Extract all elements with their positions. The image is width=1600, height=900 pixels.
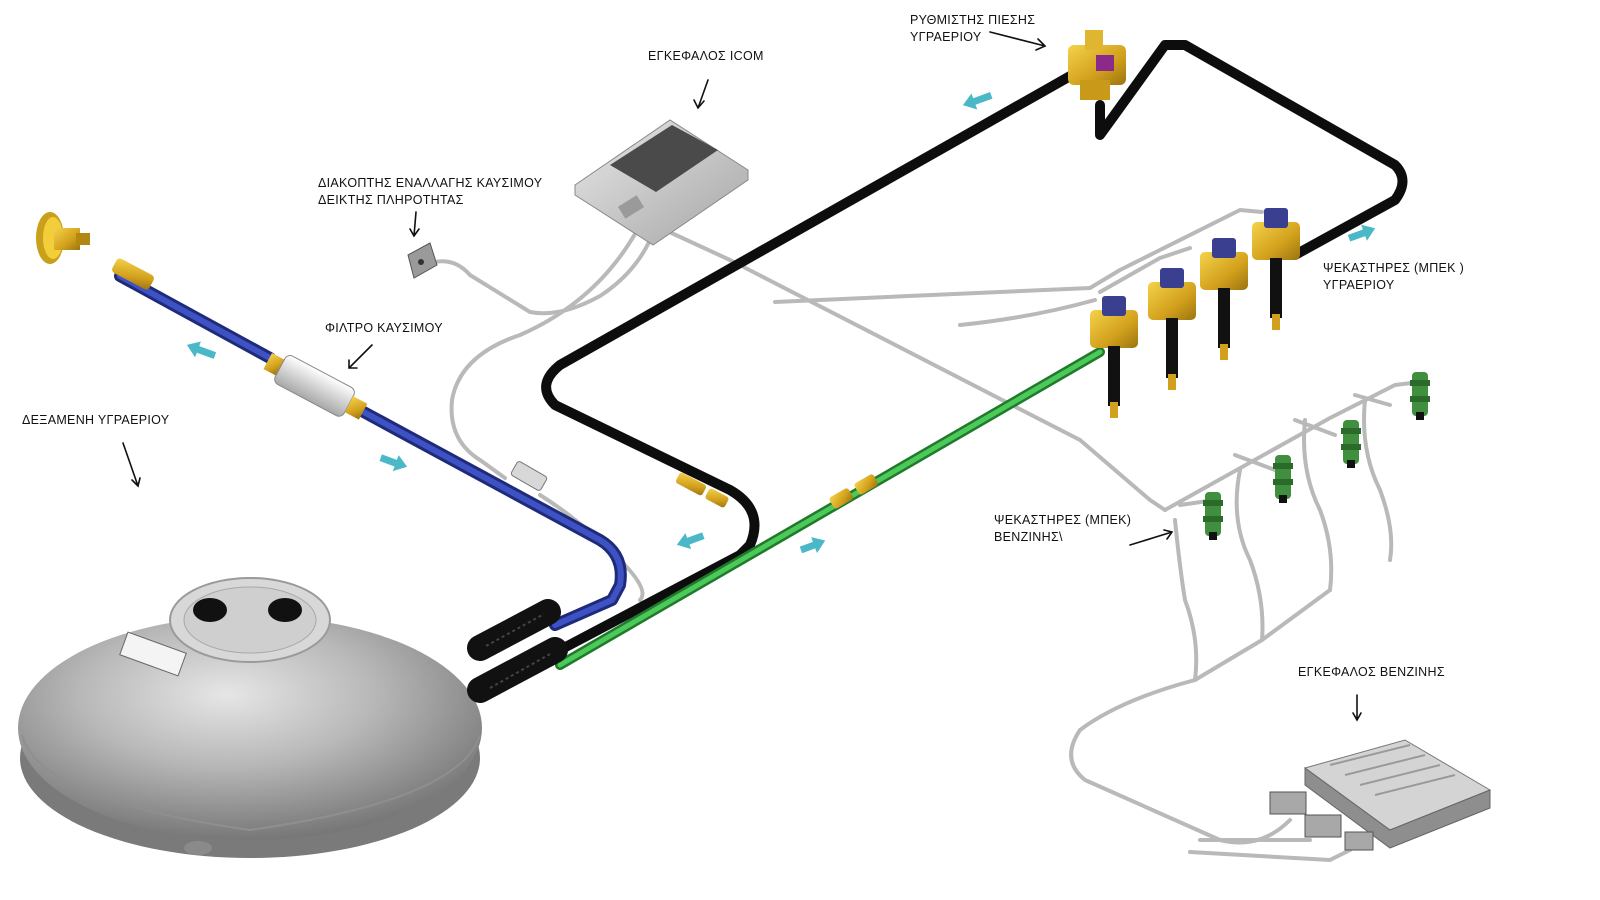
pressure-regulator — [1068, 30, 1126, 100]
switch-label: ΔΙΑΚΟΠΤΗΣ ΕΝΑΛΛΑΓΗΣ ΚΑΥΣΙΜΟΥ ΔΕΙΚΤΗΣ ΠΛΗ… — [318, 175, 542, 209]
flow-arrow-icon — [799, 537, 826, 554]
petrol-injector-4 — [1410, 372, 1430, 420]
icom-ecu — [574, 119, 749, 246]
lpg-injector-2 — [1148, 268, 1196, 390]
petrol-injector-harness — [1203, 372, 1430, 540]
lpg-return-line — [541, 40, 1408, 655]
flow-arrows — [186, 92, 1376, 554]
flow-arrow-icon — [676, 532, 705, 550]
regulator-label-line2: ΥΓΡΑΕΡΙΟΥ — [910, 30, 982, 44]
fuel-filter — [263, 353, 368, 420]
wiring-harness — [433, 208, 1422, 862]
flow-arrow-icon — [379, 454, 408, 472]
lpg-injector-1 — [1090, 296, 1138, 418]
petrol-injectors-label-line1: ΨΕΚΑΣΤΗΡΕΣ (ΜΠΕΚ) — [994, 513, 1132, 527]
switch-label-line2: ΔΕΙΚΤΗΣ ΠΛΗΡΟΤΗΤΑΣ — [318, 193, 464, 207]
lpg-injectors-label-line1: ΨΕΚΑΣΤΗΡΕΣ (ΜΠΕΚ ) — [1323, 261, 1465, 275]
flow-arrow-icon — [186, 341, 217, 359]
lpg-tank-label: ΔΕΞΑΜΕΝΗ ΥΓΡΑΕΡΙΟΥ — [22, 413, 170, 427]
switch-label-line1: ΔΙΑΚΟΠΤΗΣ ΕΝΑΛΛΑΓΗΣ ΚΑΥΣΙΜΟΥ — [318, 176, 543, 190]
lpg-injector-4 — [1252, 208, 1300, 330]
petrol-injector-3 — [1341, 420, 1361, 468]
filler-valve — [36, 212, 90, 264]
filler-hose-fitting — [112, 258, 154, 290]
lpg-injector-3 — [1200, 238, 1248, 360]
pointer-arrows — [122, 31, 1362, 722]
flow-arrow-icon — [1347, 224, 1376, 242]
petrol-injectors-label-line2: ΒΕΝΖΙΝΗΣ\ — [994, 530, 1063, 544]
petrol-injector-2 — [1273, 455, 1293, 503]
flow-arrow-icon — [962, 92, 993, 110]
lpg-injectors-label-line2: ΥΓΡΑΕΡΙΟΥ — [1323, 278, 1395, 292]
petrol-ecu — [1269, 739, 1492, 851]
fuel-filter-label: ΦΙΛΤΡΟ ΚΑΥΣΙΜΟΥ — [325, 321, 443, 335]
line-couplings — [510, 461, 878, 509]
lpg-injector-rail — [1090, 208, 1300, 418]
petrol-ecu-label: ΕΓΚΕΦΑΛΟΣ ΒΕΝΖΙΝΗΣ — [1298, 665, 1445, 679]
petrol-injector-1 — [1203, 492, 1223, 540]
petrol-injectors-label: ΨΕΚΑΣΤΗΡΕΣ (ΜΠΕΚ) ΒΕΝΖΙΝΗΣ\ — [994, 512, 1131, 546]
regulator-label: ΡΥΘΜΙΣΤΗΣ ΠΙΕΣΗΣ ΥΓΡΑΕΡΙΟΥ — [910, 12, 1035, 46]
switch-indicator — [407, 242, 438, 279]
regulator-label-line1: ΡΥΘΜΙΣΤΗΣ ΠΙΕΣΗΣ — [910, 13, 1036, 27]
lpg-feed-line — [114, 270, 627, 631]
lpg-tank — [18, 577, 568, 858]
lpg-injectors-label: ΨΕΚΑΣΤΗΡΕΣ (ΜΠΕΚ ) ΥΓΡΑΕΡΙΟΥ — [1323, 260, 1464, 294]
icom-ecu-label: ΕΓΚΕΦΑΛΟΣ ICOM — [648, 49, 764, 63]
gas-distribution-line — [555, 347, 1105, 670]
